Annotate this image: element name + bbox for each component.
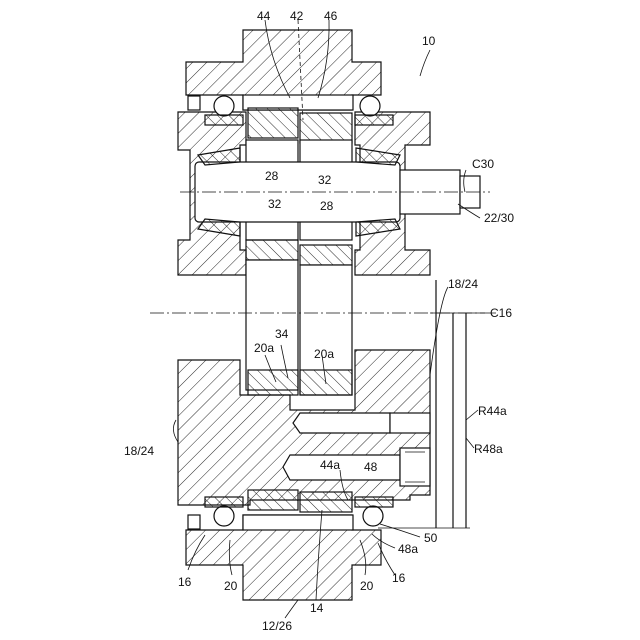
label-20a-right: 20a (314, 347, 334, 361)
label-c30: C30 (472, 157, 494, 171)
label-48a: 48a (398, 542, 418, 556)
label-44-top: 44 (257, 9, 271, 23)
label-20-right: 20 (360, 579, 374, 593)
label-16-left: 16 (178, 575, 192, 589)
label-28-b: 28 (320, 199, 334, 213)
label-18-24-right: 18/24 (448, 277, 478, 291)
housing-top (186, 30, 381, 110)
label-22-30: 22/30 (484, 211, 514, 225)
label-16-right: 16 (392, 571, 406, 585)
label-c16: C16 (490, 306, 512, 320)
label-46: 46 (324, 9, 338, 23)
label-32-a: 32 (318, 173, 332, 187)
label-20-left: 20 (224, 579, 238, 593)
label-44a: 44a (320, 458, 340, 472)
label-32-b: 32 (268, 197, 282, 211)
label-28-a: 28 (265, 169, 279, 183)
label-18-24-left: 18/24 (124, 444, 154, 458)
label-14: 14 (310, 601, 324, 615)
label-50: 50 (424, 531, 438, 545)
label-r44a: R44a (478, 404, 507, 418)
label-34: 34 (275, 327, 289, 341)
label-20a-left: 20a (254, 341, 274, 355)
label-48: 48 (364, 460, 378, 474)
label-r48a: R48a (474, 442, 503, 456)
label-10: 10 (422, 34, 436, 48)
label-42: 42 (290, 9, 304, 23)
housing-bottom (186, 515, 381, 600)
label-12-26: 12/26 (262, 619, 292, 633)
